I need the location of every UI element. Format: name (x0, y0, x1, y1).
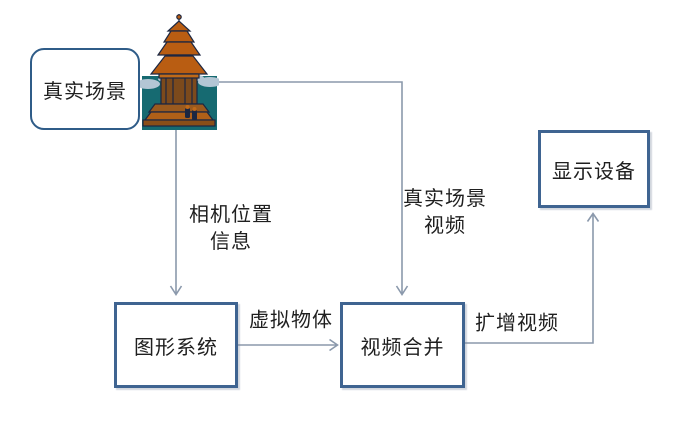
edge-label-camera-position-info: 相机位置 信息 (189, 204, 273, 253)
pagoda-temple-illustration (139, 14, 219, 130)
edge-real-scene-to-graphics-system (169, 128, 183, 296)
edge-label-virtual-object: 虚拟物体 (249, 309, 333, 332)
node-graphics-system: 图形系统 (114, 302, 238, 388)
node-graphics-system-label: 图形系统 (134, 336, 218, 359)
edge-label-real-scene-video: 真实场景 视频 (403, 188, 487, 237)
node-video-merge-label: 视频合并 (360, 336, 445, 359)
edge-graphics-system-to-video-merge (238, 338, 339, 352)
small-figures (185, 105, 197, 120)
node-video-merge: 视频合并 (340, 302, 465, 388)
node-display-device-label: 显示设备 (552, 160, 636, 183)
edge-real-scene-to-video-merge (217, 81, 409, 296)
node-real-scene-label: 真实场景 (43, 80, 127, 103)
edge-label-augmented-video: 扩增视频 (475, 312, 559, 335)
node-real-scene: 真实场景 (30, 48, 140, 130)
node-display-device: 显示设备 (538, 130, 650, 208)
edge-video-merge-to-display-device (465, 212, 600, 344)
